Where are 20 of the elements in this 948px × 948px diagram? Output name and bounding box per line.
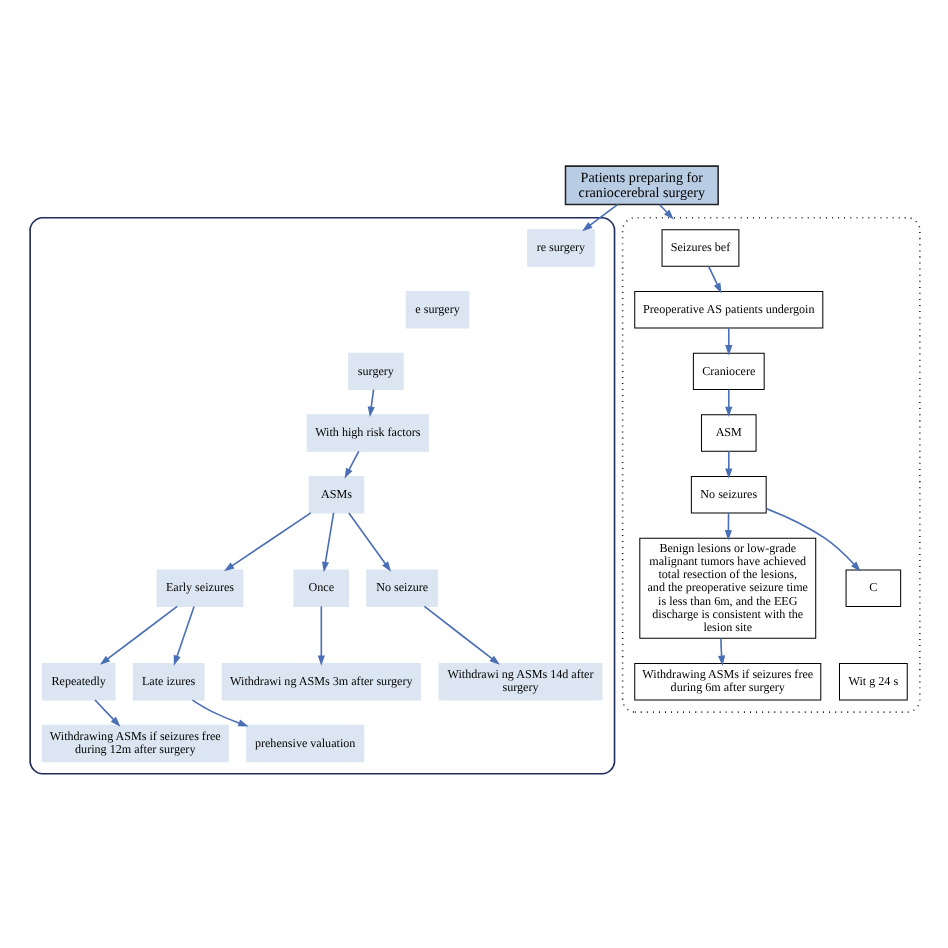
arrow — [347, 512, 391, 572]
arrow — [706, 265, 721, 294]
arrow — [724, 450, 732, 479]
arrow — [316, 605, 324, 666]
arrow — [717, 637, 725, 666]
arrow — [764, 507, 860, 572]
arrow — [724, 327, 732, 356]
cluster — [620, 216, 920, 713]
arrow — [343, 450, 359, 479]
arrow — [190, 699, 248, 727]
arrow — [724, 388, 732, 418]
arrow — [581, 203, 618, 232]
arrow — [366, 388, 374, 418]
arrow — [223, 512, 311, 572]
arrow — [422, 605, 499, 665]
arrow — [320, 512, 334, 573]
arrow — [98, 605, 177, 665]
arrow — [172, 605, 194, 666]
arrow — [93, 699, 120, 727]
cluster — [28, 216, 615, 775]
